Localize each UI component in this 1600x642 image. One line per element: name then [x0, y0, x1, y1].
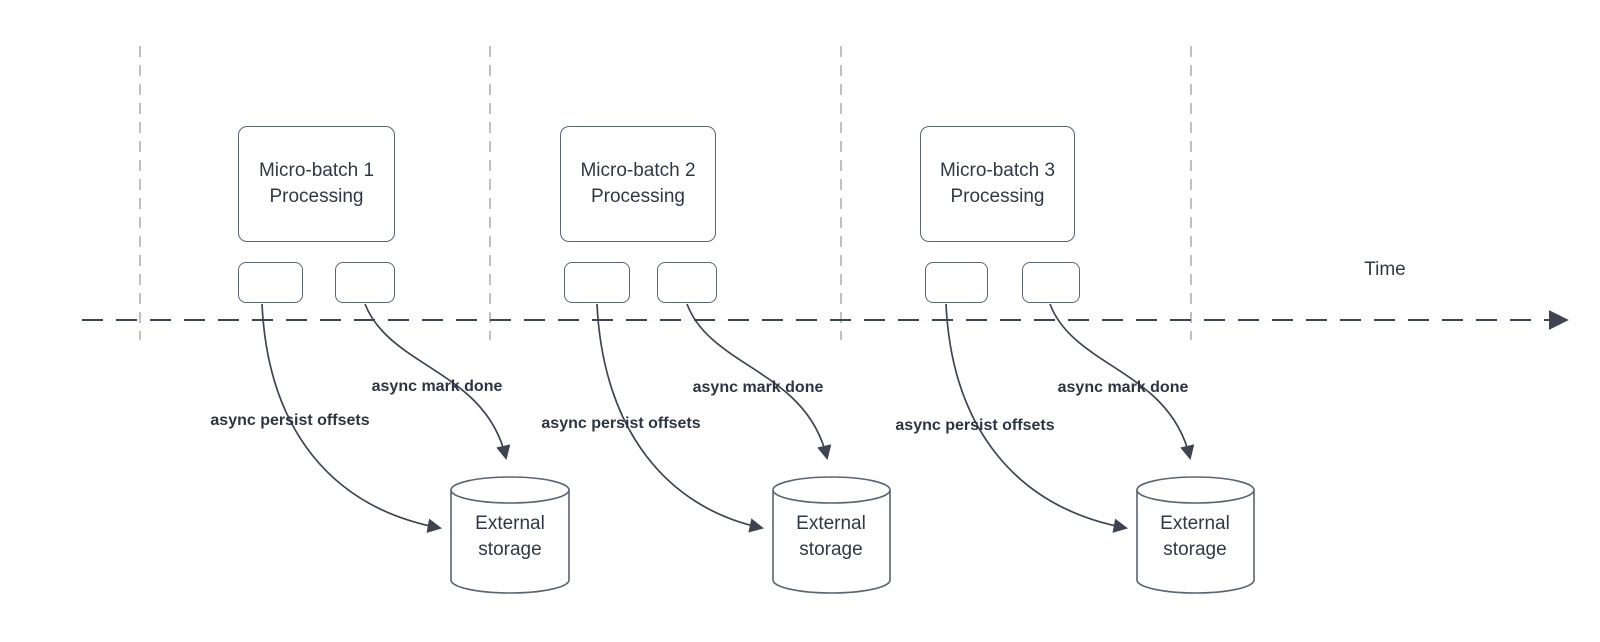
- persist-offsets-arrow-3: [945, 303, 1128, 533]
- persist-offsets-arrow-2: [596, 303, 764, 533]
- mark-done-edge-label-2: async mark done: [692, 379, 824, 396]
- mark-done-arrow-3: [1049, 303, 1195, 460]
- external-storage-cylinder-2: [772, 476, 891, 594]
- persist-offsets-task-box-3: [925, 262, 988, 303]
- mark-done-arrow-1: [364, 303, 511, 460]
- persist-offsets-arrow-1: [261, 303, 442, 533]
- persist-offsets-task-box-1: [238, 262, 303, 303]
- mark-done-task-box-3: [1022, 262, 1080, 303]
- external-storage-cylinder-1: [450, 476, 570, 594]
- time-axis-label: Time: [1364, 259, 1406, 280]
- micro-batch-3-processing-box: Micro-batch 3 Processing: [920, 126, 1075, 242]
- external-storage-cylinder-3: [1136, 476, 1255, 594]
- persist-offsets-edge-label-3: async persist offsets: [895, 417, 1055, 434]
- external-storage-label-2: External storage: [796, 513, 866, 560]
- micro-batch-2-processing-box: Micro-batch 2 Processing: [560, 126, 716, 242]
- persist-offsets-edge-label-2: async persist offsets: [541, 415, 701, 432]
- mark-done-edge-label-1: async mark done: [371, 378, 503, 395]
- persist-offsets-task-box-2: [564, 262, 630, 303]
- mark-done-arrow-2: [686, 303, 832, 460]
- micro-batch-2-processing-label: Micro-batch 2 Processing: [580, 160, 696, 207]
- mark-done-task-box-1: [335, 262, 395, 303]
- external-storage-label-1: External storage: [475, 513, 545, 560]
- external-storage-label-3: External storage: [1160, 513, 1230, 560]
- micro-batch-3-processing-label: Micro-batch 3 Processing: [939, 160, 1056, 207]
- micro-batch-1-processing-label: Micro-batch 1 Processing: [258, 160, 375, 207]
- mark-done-edge-label-3: async mark done: [1057, 379, 1189, 396]
- persist-offsets-edge-label-1: async persist offsets: [210, 412, 370, 429]
- mark-done-task-box-2: [657, 262, 717, 303]
- micro-batch-1-processing-box: Micro-batch 1 Processing: [238, 126, 395, 242]
